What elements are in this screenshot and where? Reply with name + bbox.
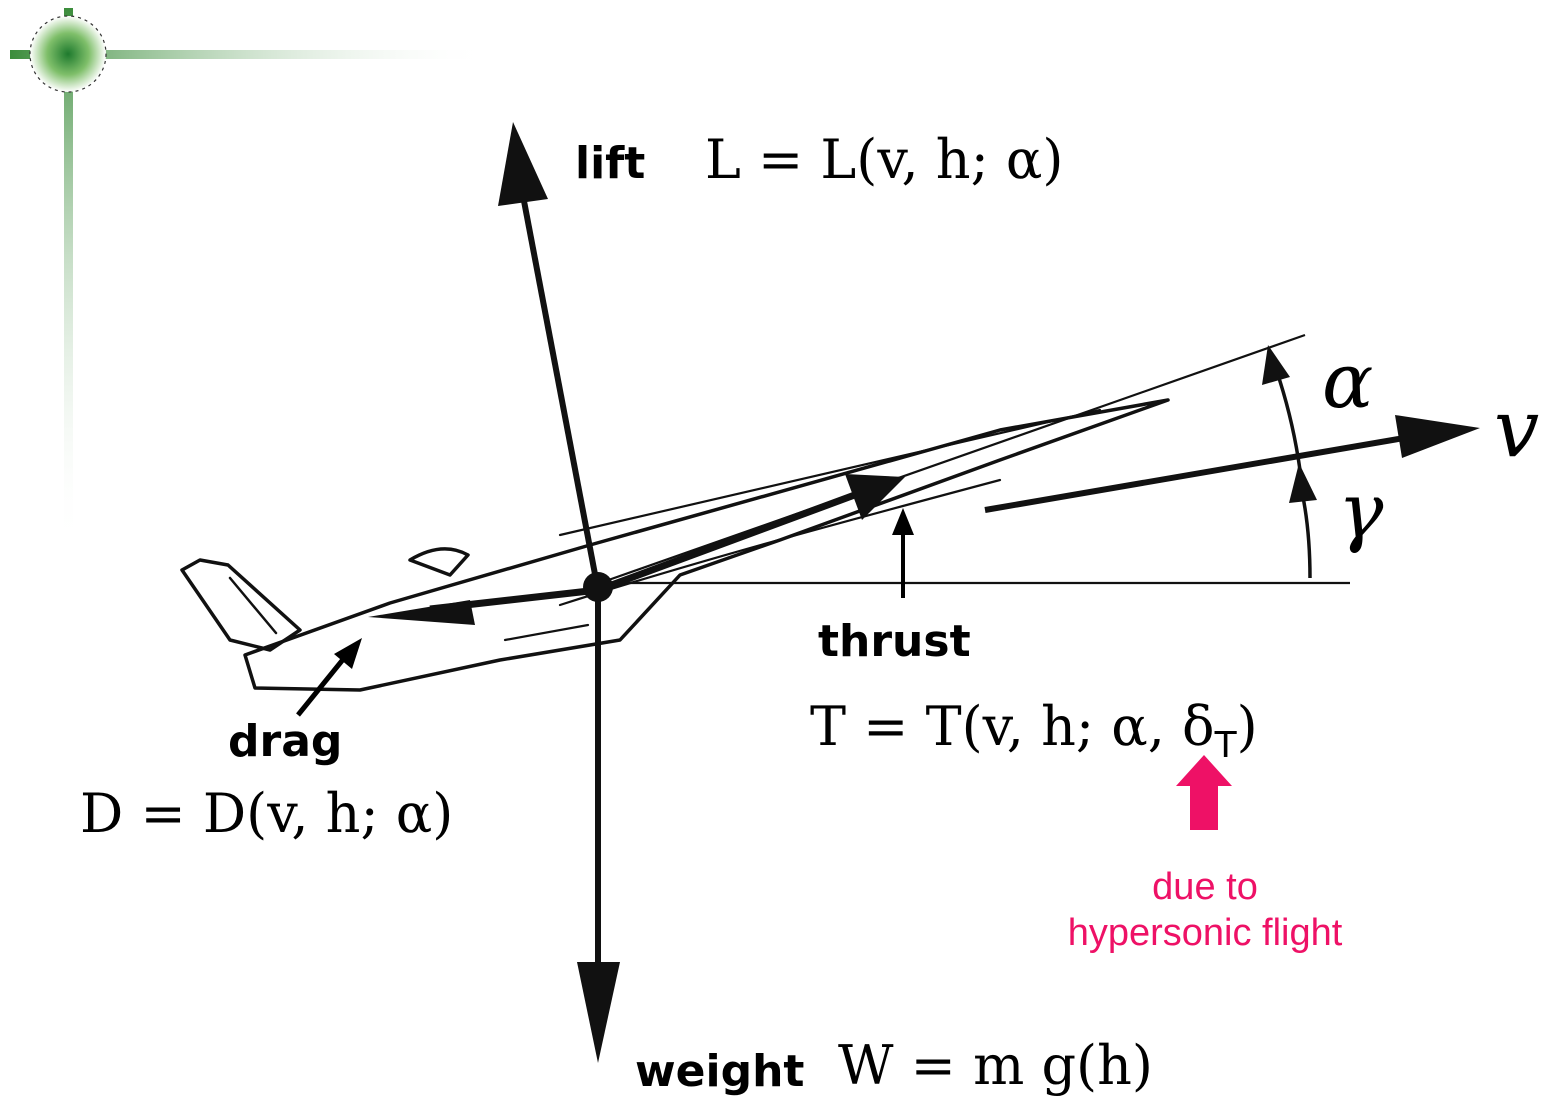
annotation-line-1: due to (1152, 866, 1258, 908)
weight-equation: W = m g(h) (838, 1034, 1153, 1097)
alpha-arc (1262, 345, 1302, 471)
weight-label: weight (635, 1046, 805, 1097)
reference-lines (599, 333, 1411, 585)
thrust-pointer-arrow (892, 508, 914, 598)
lift-equation: L = L(v, h; α) (705, 128, 1064, 191)
hypersonic-pointer-arrow (1176, 755, 1232, 830)
drag-pointer-arrow (296, 638, 362, 717)
annotation-line-2: hypersonic flight (1067, 912, 1343, 954)
weight-vector (577, 590, 620, 1063)
aircraft-sketch (180, 398, 1170, 692)
thrust-equation: T = T(v, h; α, δT) (810, 695, 1258, 766)
drag-equation: D = D(v, h; α) (80, 782, 454, 845)
alpha-symbol: α (1322, 336, 1374, 425)
hypersonic-annotation: due to hypersonic flight (1020, 864, 1390, 956)
thrust-vector (596, 474, 905, 594)
velocity-symbol: v (1494, 382, 1540, 475)
template-logo-icon (10, 8, 490, 548)
velocity-vector (1395, 415, 1480, 458)
lift-vector (498, 122, 601, 591)
center-of-gravity (583, 572, 613, 602)
lift-label: lift (575, 138, 646, 189)
drag-label: drag (228, 716, 343, 767)
gamma-arc (1289, 463, 1317, 579)
thrust-label: thrust (818, 616, 971, 667)
gamma-symbol: γ (1338, 466, 1384, 555)
drag-vector (368, 586, 599, 625)
